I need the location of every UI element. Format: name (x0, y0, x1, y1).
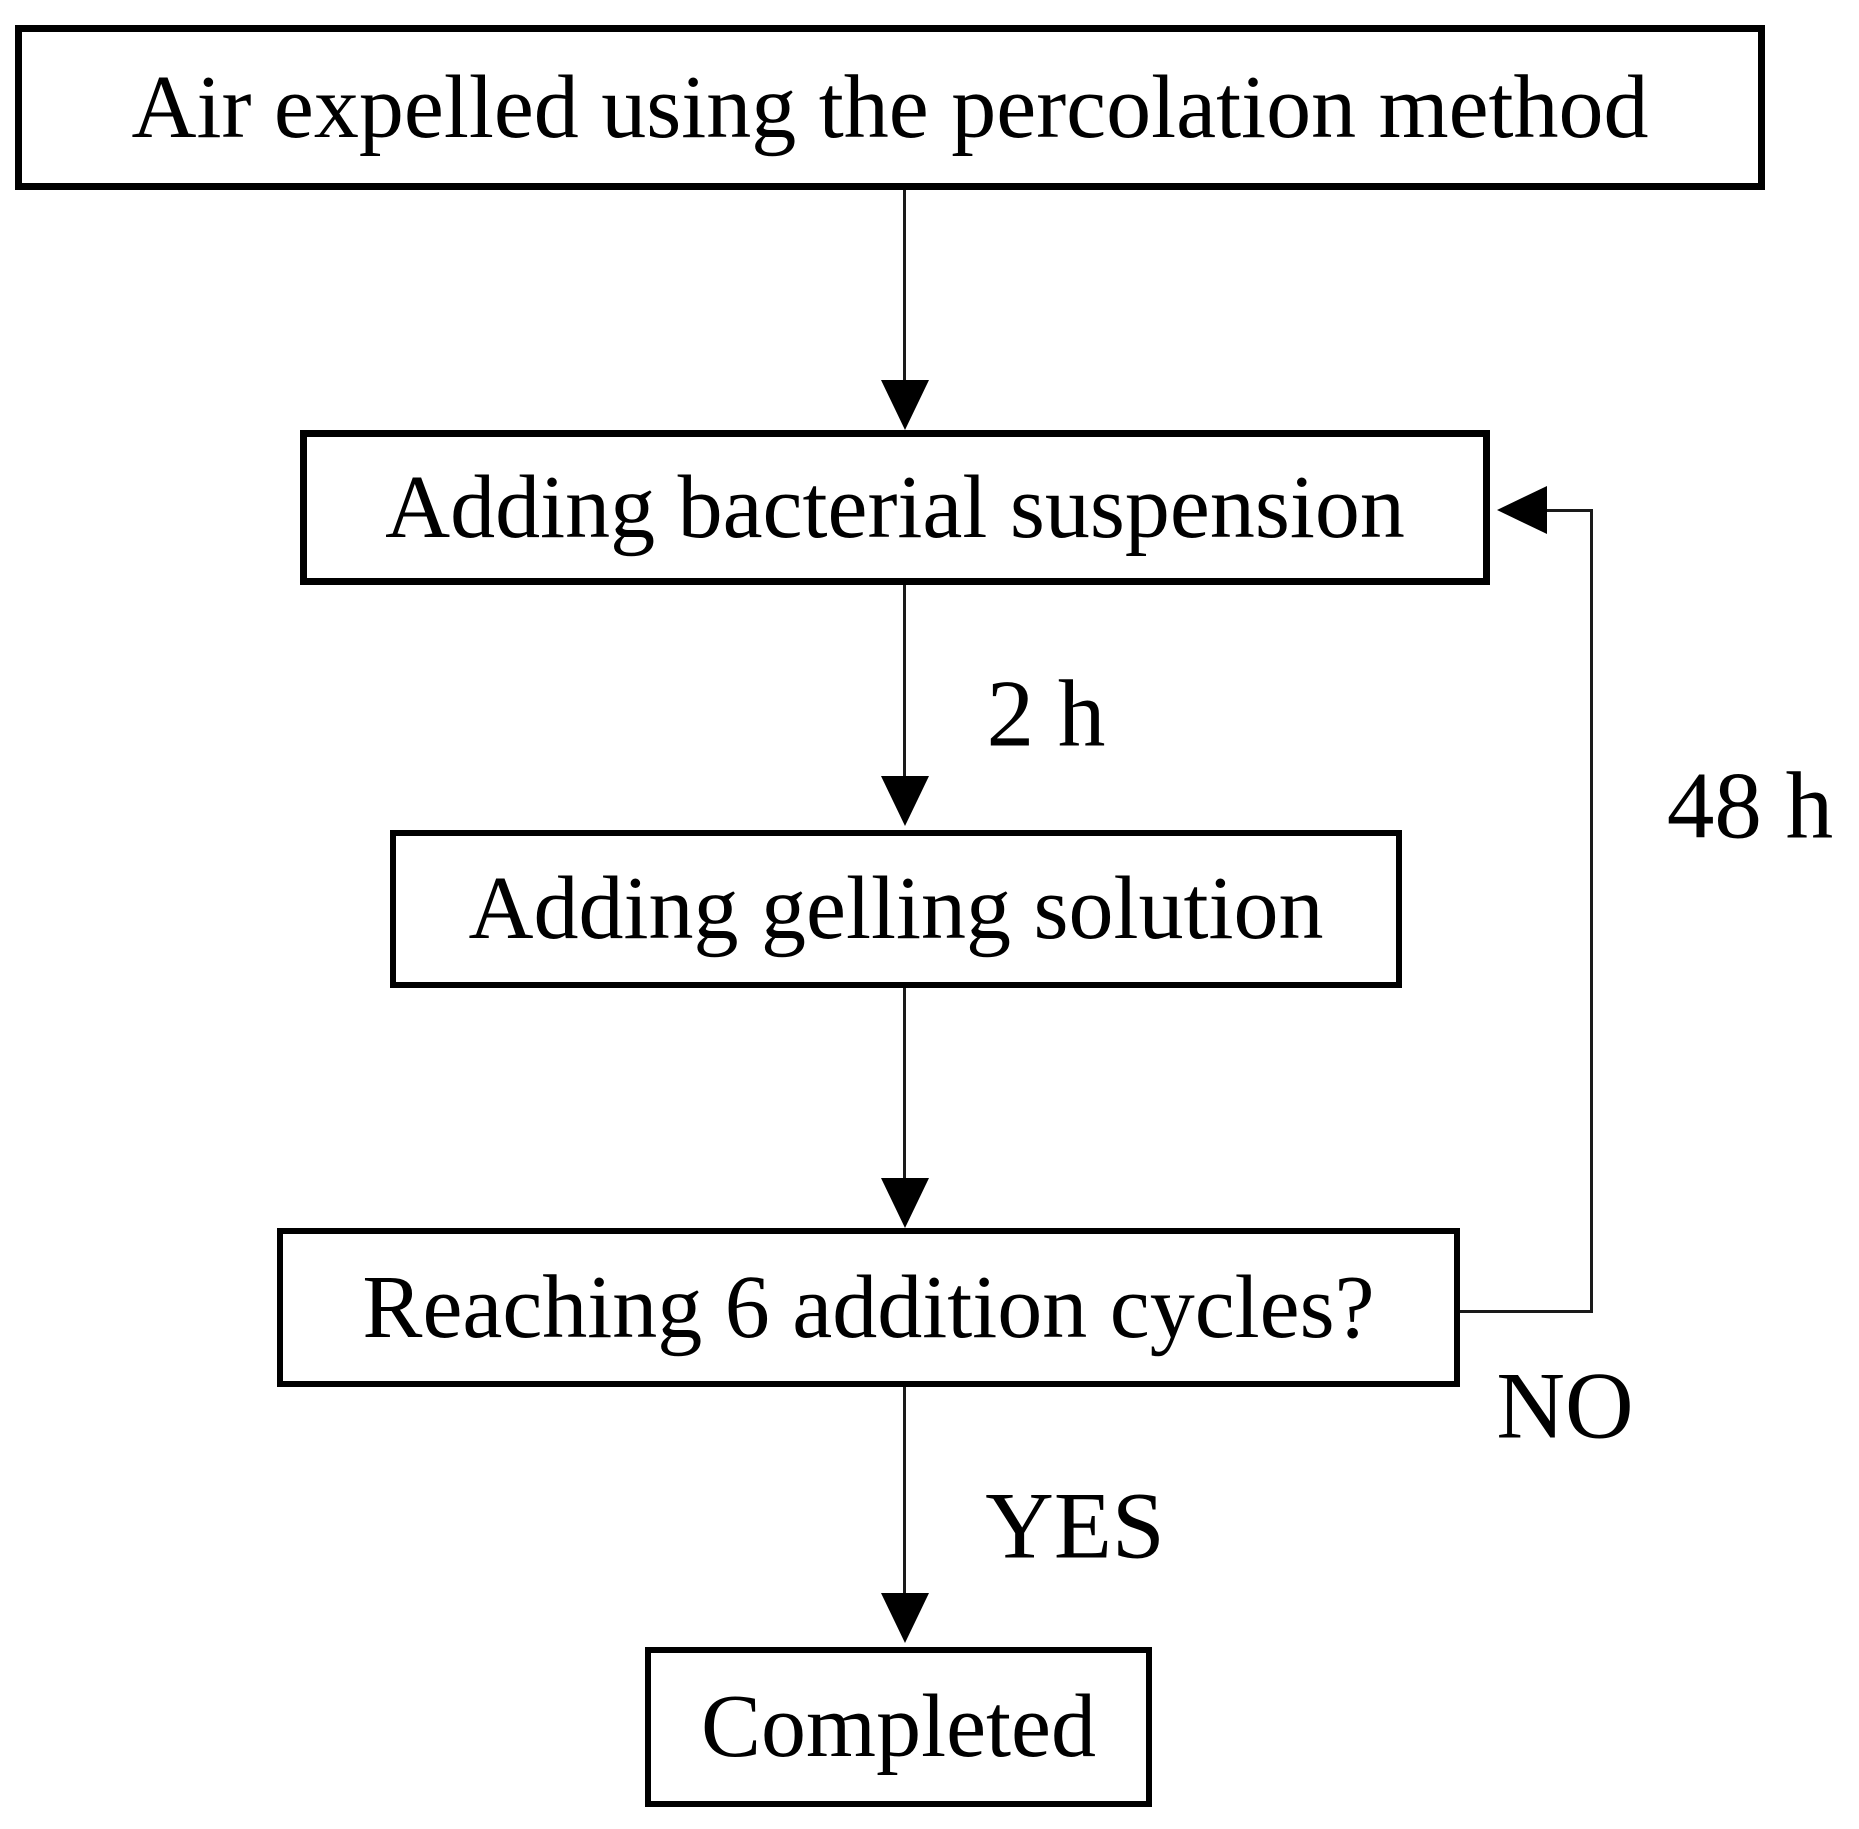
node-adding-gelling-solution: Adding gelling solution (390, 830, 1402, 988)
edge-label-no: NO (1496, 1352, 1634, 1459)
node-adding-bacterial-suspension-label: Adding bacterial suspension (385, 457, 1405, 557)
node-adding-bacterial-suspension: Adding bacterial suspension (300, 430, 1490, 585)
edge-bacterial-to-gelling (903, 585, 906, 781)
node-air-expelled-label: Air expelled using the percolation metho… (131, 57, 1649, 157)
node-reaching-6-addition-cycles-label: Reaching 6 addition cycles? (362, 1257, 1375, 1357)
node-adding-gelling-solution-label: Adding gelling solution (468, 859, 1324, 958)
edge-feedback-vertical (1590, 509, 1593, 1313)
edge-gelling-to-decision (903, 988, 906, 1183)
arrowhead-down-icon (881, 776, 929, 826)
arrowhead-down-icon (881, 1593, 929, 1643)
edge-start-to-bacterial (903, 190, 906, 385)
arrowhead-left-icon (1497, 486, 1547, 534)
edge-label-yes: YES (985, 1472, 1165, 1579)
edge-label-48h: 48 h (1666, 752, 1834, 859)
edge-label-2h: 2 h (986, 660, 1106, 767)
edge-decision-to-completed (903, 1387, 906, 1598)
node-air-expelled: Air expelled using the percolation metho… (15, 25, 1765, 190)
node-reaching-6-addition-cycles: Reaching 6 addition cycles? (277, 1228, 1460, 1387)
edge-feedback-horizontal-bottom (1460, 1310, 1593, 1313)
arrowhead-down-icon (881, 380, 929, 430)
arrowhead-down-icon (881, 1178, 929, 1228)
node-completed: Completed (645, 1647, 1152, 1807)
node-completed-label: Completed (701, 1677, 1096, 1776)
edge-feedback-horizontal-top (1547, 509, 1593, 512)
